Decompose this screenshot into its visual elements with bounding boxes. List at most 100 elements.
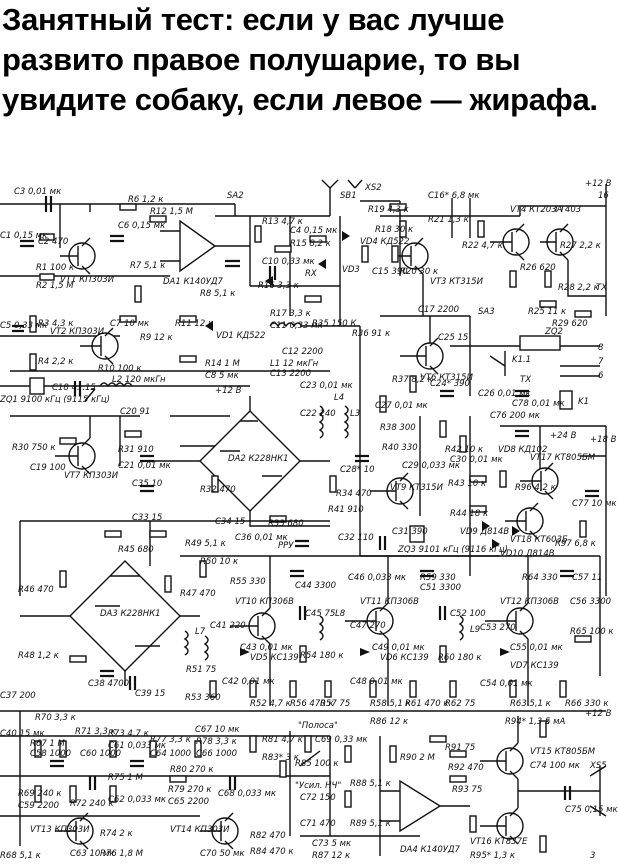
label-sa2: SA2	[227, 191, 244, 201]
label-c25: C25 15	[438, 333, 468, 343]
quartz-zq3	[409, 525, 425, 543]
label-r93: R93 75	[452, 785, 482, 795]
label-vt4: VT4 КТ203А	[510, 205, 563, 215]
label-c69: C69 0,33 мк	[315, 735, 368, 745]
label-vt16: VT16 КТ837Е	[470, 837, 528, 847]
label-r41: R41 910	[328, 505, 364, 515]
label-c15: C15 390	[372, 267, 408, 277]
label-vd10: VD10 Д814В	[500, 549, 555, 559]
label-r78: R78 3,3 к	[196, 737, 238, 747]
label-pin6: 6	[598, 371, 604, 381]
label-r42: R42 10 к	[445, 445, 484, 455]
label-pin16: 16	[598, 191, 609, 201]
label-c22: C22 240	[300, 409, 336, 419]
label-c10: C10 0,33 мк	[262, 257, 315, 267]
label-c60: C60 1000	[80, 749, 121, 759]
label-r69: R69 240 к	[18, 789, 62, 799]
label-k1: K1	[578, 397, 589, 407]
label-c64: C64 1000	[150, 749, 191, 759]
label-c40: C40 15 мк	[0, 729, 45, 739]
label-r58: R58 5,1 к	[370, 699, 412, 709]
label-xs5: XS5	[589, 761, 607, 771]
label-r81: R81 4,7 к	[262, 735, 304, 745]
label-vt2: VT2 КП303И	[50, 327, 105, 337]
label-pin8: 8	[598, 343, 604, 353]
label-r25: R25 11 к	[528, 307, 567, 317]
label-r45: R45 680	[118, 545, 154, 555]
label-r96: R96 4,2 к	[515, 483, 557, 493]
label-c8: C8 5 мк	[205, 371, 240, 381]
label-c23: C23 0,01 мк	[300, 381, 353, 391]
label-r74: R74 2 к	[100, 829, 134, 839]
label-vt10: VT10 КП306В	[235, 597, 294, 607]
label-r91: R91 75	[445, 743, 475, 753]
relay-k1	[559, 390, 573, 410]
label-r77: R77 3,3 к	[150, 735, 192, 745]
label-c53: C53 270	[480, 623, 516, 633]
label-c78: C78 0,01 мк	[512, 399, 565, 409]
label-r38: R38 300	[380, 423, 416, 433]
label-c58: C58 1000	[30, 749, 71, 759]
label-zq2: ZQ2	[544, 327, 563, 337]
label-r68: R68 5,1 к	[0, 851, 42, 861]
label-c43: C43 0,01 мк	[240, 643, 293, 653]
label-c13: C13 2200	[270, 369, 311, 379]
label-r3: R3 4,3 к	[38, 319, 74, 329]
label-da1: DA1 К140УД7	[163, 277, 224, 287]
label-l7: L7	[195, 627, 206, 637]
label-r61: R61 470 к	[405, 699, 449, 709]
label-rru: РРУ	[278, 541, 294, 551]
opamp-da4	[399, 779, 442, 833]
label-c19: C19 100	[30, 463, 66, 473]
label-r87: R87 12 к	[312, 851, 351, 861]
label-c54: C54 0,01 мк	[480, 679, 533, 689]
label-r40: R40 330	[382, 443, 418, 453]
label-plus12-mid: +12 В	[215, 386, 242, 396]
label-c21: C21 0,01 мк	[118, 461, 171, 471]
label-c1: C1 0,15 мк	[0, 231, 48, 241]
label-r15: R15 8,2 к	[290, 239, 332, 249]
label-c24: C24* 390	[430, 379, 470, 389]
label-plus12-low: +12 В	[585, 709, 612, 719]
label-r53: R53 360	[185, 693, 221, 703]
label-vd8: VD8 КД102	[498, 445, 547, 455]
label-c65: C65 2200	[168, 797, 209, 807]
label-c33: C33 15	[132, 513, 162, 523]
label-vd7: VD7 КС139	[510, 661, 559, 671]
label-vt3: VT3 КТ315И	[430, 277, 484, 287]
label-r16: R16 3,3 к	[258, 281, 300, 291]
label-c27: C27 0,01 мк	[375, 401, 428, 411]
label-r65: R65 100 к	[570, 627, 614, 637]
label-c52: C52 100	[450, 609, 486, 619]
label-r71: R71 3,3 к	[75, 727, 117, 737]
label-c32: C32 110	[338, 533, 374, 543]
label-r84: R84 470 к	[250, 847, 294, 857]
label-r31: R31 910	[118, 445, 154, 455]
label-c35: C35 10	[132, 479, 162, 489]
label-r52: R52 4,7 к	[250, 699, 292, 709]
label-r95: R95* 1,3 к	[470, 851, 516, 861]
label-r62: R62 75	[445, 699, 475, 709]
label-r54: R54 180 к	[300, 651, 344, 661]
label-c56: C56 3300	[570, 597, 611, 607]
label-r67: R67 1 М	[30, 739, 66, 749]
label-c70: C70 50 мк	[200, 849, 245, 859]
label-r46: R46 470	[18, 585, 54, 595]
label-r56: R56 470 к	[290, 699, 334, 709]
label-da2: DA2 К228НК1	[228, 454, 289, 464]
label-ma: 5 мА	[545, 717, 566, 727]
label-c30: C30 0,01 мк	[450, 455, 503, 465]
label-r49: R49 5,1 к	[185, 539, 227, 549]
label-r48: R48 1,2 к	[18, 651, 60, 661]
label-c5: C5 0,33 мк	[0, 321, 48, 331]
label-r22: R22 4,7 к	[462, 241, 504, 251]
label-c37: C37 200	[0, 691, 36, 701]
label-vt7: VT7 КП303И	[64, 471, 119, 481]
label-r7: R7 5,1 к	[130, 261, 166, 271]
label-c48: C48 0,01 мк	[350, 677, 403, 687]
label-zq1: ZQ1 9100 кГц (9115 кГц)	[0, 395, 110, 405]
label-r4: R4 2,2 к	[38, 357, 74, 367]
label-c29: C29 0,033 мк	[402, 461, 461, 471]
label-r28: R28 2,2 к	[558, 283, 600, 293]
opamp-da1	[179, 219, 217, 273]
